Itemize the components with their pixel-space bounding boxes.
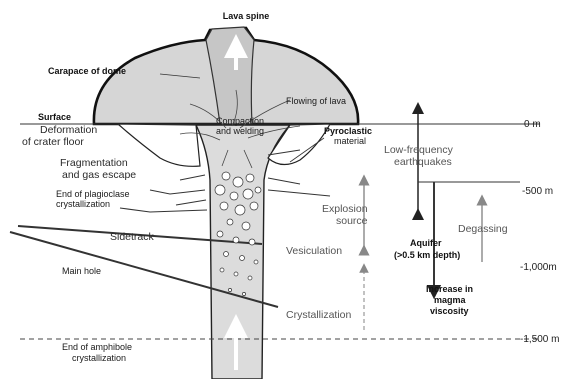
label-increase-3: viscosity bbox=[430, 306, 469, 316]
label-degassing: Degassing bbox=[458, 223, 508, 235]
label-low-freq-1: Low-frequency bbox=[384, 144, 454, 156]
label-fragmentation-1: Fragmentation bbox=[60, 157, 128, 169]
label-amphibole-2: crystallization bbox=[72, 353, 126, 363]
label-aquifer-2: (>0.5 km depth) bbox=[394, 250, 460, 260]
label-main-hole: Main hole bbox=[62, 266, 101, 276]
label-pyroclastic-1: Pyroclastic bbox=[324, 126, 372, 136]
label-surface: Surface bbox=[38, 112, 71, 122]
label-sidetrack: Sidetrack bbox=[110, 231, 155, 243]
depth-500: -500 m bbox=[522, 186, 553, 197]
label-increase-1: Increase in bbox=[426, 284, 473, 294]
label-crystallization: Crystallization bbox=[286, 309, 352, 321]
label-vesiculation: Vesiculation bbox=[286, 245, 342, 257]
depth-1000: -1,000m bbox=[520, 262, 557, 273]
label-plagioclase-2: crystallization bbox=[56, 199, 110, 209]
label-low-freq-2: earthquakes bbox=[394, 156, 452, 168]
label-fragmentation-2: and gas escape bbox=[62, 169, 136, 181]
label-carapace: Carapace of dome bbox=[48, 66, 126, 76]
label-increase-2: magma bbox=[434, 295, 467, 305]
depth-0: 0 m bbox=[524, 119, 541, 130]
label-explosion-2: source bbox=[336, 215, 368, 227]
label-compaction-2: and welding bbox=[216, 126, 264, 136]
label-lava-spine: Lava spine bbox=[223, 11, 270, 21]
crater-left bbox=[118, 124, 200, 166]
label-deformation-2: of crater floor bbox=[22, 136, 84, 148]
label-aquifer-1: Aquifer bbox=[410, 238, 442, 248]
label-plagioclase-1: End of plagioclase bbox=[56, 189, 130, 199]
label-amphibole-1: End of amphibole bbox=[62, 342, 132, 352]
label-flowing-lava: Flowing of lava bbox=[286, 96, 346, 106]
label-explosion-1: Explosion bbox=[322, 203, 368, 215]
label-deformation-1: Deformation bbox=[40, 124, 97, 136]
label-compaction-1: Compaction bbox=[216, 116, 264, 126]
label-pyroclastic-2: material bbox=[334, 136, 366, 146]
depth-1500: -1,500 m bbox=[520, 334, 559, 345]
